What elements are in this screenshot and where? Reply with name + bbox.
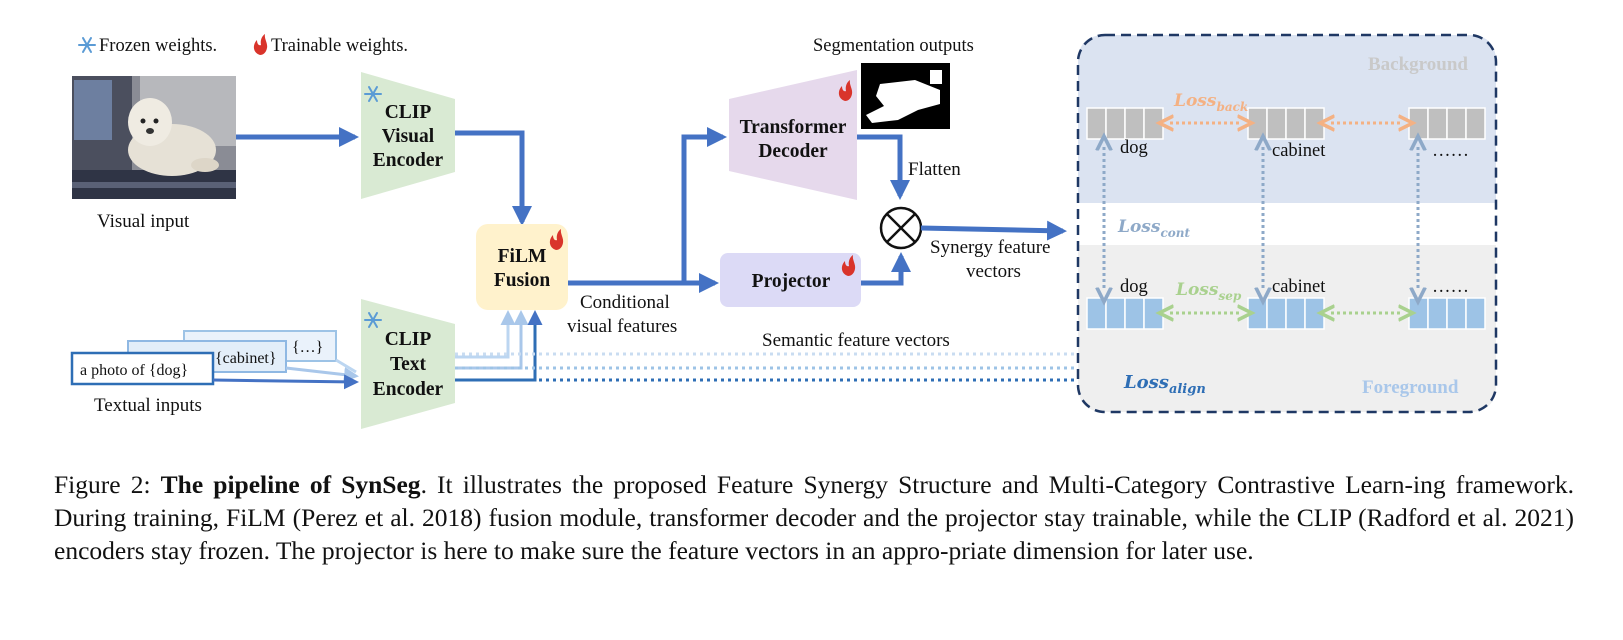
conditional-line1: Conditional: [580, 292, 670, 313]
flame-icon: [253, 34, 268, 55]
film-line2: Fusion: [494, 270, 551, 291]
fg-label-dog: dog: [1120, 277, 1148, 297]
loss-back-label: Lossback: [1173, 91, 1248, 114]
flame-icon: [838, 80, 853, 101]
prompt-back-text: {…}: [292, 339, 323, 356]
clip-visual-line2: Visual: [382, 126, 435, 147]
prompt-middle-text: {cabinet}: [215, 350, 277, 367]
clip-text-line2: Text: [390, 354, 427, 375]
film-line1: FiLM: [498, 246, 547, 267]
bg-vector-more: [1408, 107, 1486, 140]
clip-visual-line1: CLIP: [385, 102, 432, 123]
segmentation-label: Segmentation outputs: [813, 36, 974, 56]
bg-label-cabinet: cabinet: [1272, 141, 1326, 161]
arrow-film-to-transformer: [568, 127, 727, 286]
legend-frozen-text: Frozen weights.: [99, 36, 217, 56]
synergy-line2: vectors: [966, 261, 1021, 282]
loss-cont-base: Loss: [1117, 217, 1161, 237]
pipeline-figure: Frozen weights. Trainable weights. Visua…: [70, 33, 1498, 429]
arrow-projector-to-mult: [861, 252, 911, 286]
transformer-line2: Decoder: [758, 141, 828, 162]
semantic-label: Semantic feature vectors: [762, 330, 950, 351]
bg-vector-dog: [1086, 107, 1164, 140]
arrow-clip-to-film: [455, 130, 532, 226]
snowflake-icon: [78, 37, 96, 53]
loss-align-sub: align: [1169, 382, 1206, 397]
loss-sep-label: Losssep: [1175, 280, 1242, 303]
projector-label: Projector: [752, 271, 831, 292]
transformer-line1: Transformer: [740, 117, 847, 138]
loss-cont-label: Losscont: [1117, 217, 1190, 240]
fg-label-cabinet: cabinet: [1272, 277, 1326, 297]
fg-vector-more: [1408, 297, 1486, 330]
fg-vector-dog: [1086, 297, 1164, 330]
clip-text-encoder: [361, 299, 455, 429]
conditional-line2: visual features: [567, 316, 677, 337]
caption-body: . It illustrates the proposed Feature Sy…: [54, 470, 1574, 565]
loss-align-base: Loss: [1123, 372, 1169, 393]
multiply-node: [879, 206, 923, 250]
clip-text-line1: CLIP: [385, 329, 432, 350]
arrow-text-film-light: [455, 310, 516, 359]
clip-visual-encoder: [361, 72, 455, 199]
segmentation-mask: [861, 63, 950, 129]
arrow-text-film-dark: [455, 310, 543, 382]
loss-align-label: Lossalign: [1123, 372, 1206, 397]
snowflake-icon: [364, 86, 382, 102]
arrow-prompt-middle: [285, 366, 359, 383]
visual-input-image: [72, 76, 236, 199]
loss-sep-sub: sep: [1218, 289, 1241, 303]
arrow-transformer-to-mult: [857, 134, 910, 200]
figure-caption: Figure 2: The pipeline of SynSeg. It ill…: [54, 468, 1574, 567]
textual-inputs-label: Textual inputs: [94, 395, 202, 416]
visual-input-label: Visual input: [97, 211, 190, 232]
caption-prefix: Figure 2:: [54, 470, 161, 499]
background-title: Background: [1368, 54, 1468, 75]
fg-vector-cabinet: [1247, 297, 1325, 330]
clip-text-line3: Encoder: [373, 379, 444, 400]
snowflake-icon: [364, 312, 382, 328]
fg-label-more: ……: [1432, 277, 1469, 297]
caption-title: The pipeline of SynSeg: [160, 470, 421, 499]
arrow-prompt-front: [212, 374, 359, 390]
bg-label-more: ……: [1432, 141, 1469, 161]
loss-cont-sub: cont: [1160, 226, 1190, 240]
flatten-label: Flatten: [908, 159, 961, 180]
prompt-front-text: a photo of {dog}: [80, 362, 188, 379]
flame-icon: [841, 255, 856, 276]
bg-label-dog: dog: [1120, 138, 1148, 158]
loss-sep-base: Loss: [1175, 280, 1219, 300]
transformer-decoder: [729, 70, 857, 200]
arrow-text-film-mid: [455, 310, 529, 370]
film-fusion: [476, 224, 568, 310]
flame-icon: [549, 229, 564, 250]
arrow-synergy-to-panel: [920, 220, 1067, 241]
arrow-prompt-back: [335, 358, 357, 374]
loss-back-base: Loss: [1173, 91, 1217, 111]
foreground-title: Foreground: [1362, 377, 1459, 398]
bg-vector-cabinet: [1247, 107, 1325, 140]
loss-back-sub: back: [1216, 100, 1248, 114]
synergy-line1: Synergy feature: [930, 237, 1050, 258]
legend-trainable-text: Trainable weights.: [271, 36, 408, 56]
clip-visual-line3: Encoder: [373, 150, 444, 171]
prompt-card-front: [70, 351, 215, 386]
projector: [720, 253, 861, 307]
pipeline-diagram: Frozen weights. Trainable weights. Visua…: [70, 33, 1498, 429]
